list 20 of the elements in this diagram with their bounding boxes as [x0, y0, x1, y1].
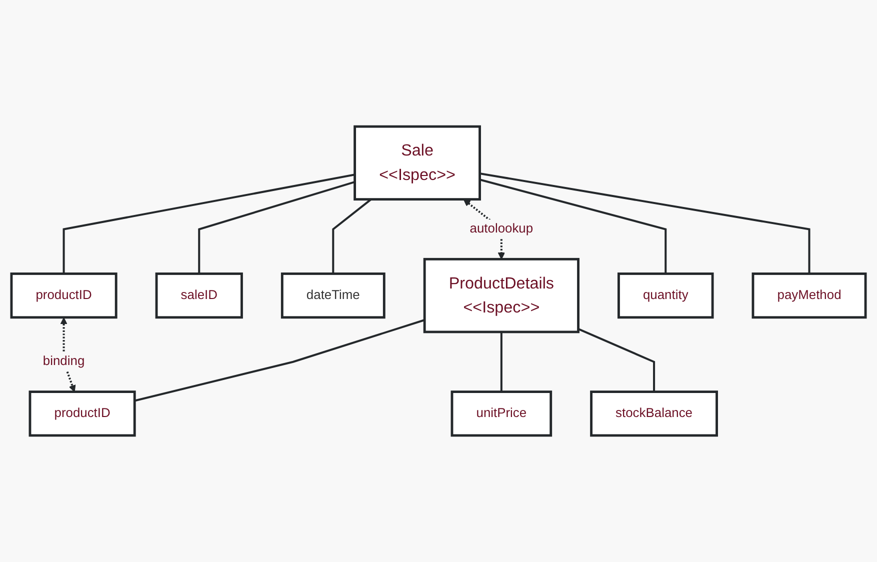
connector: [578, 328, 656, 392]
node-box: productID: [28, 390, 136, 437]
connector: [332, 198, 372, 274]
edge-label: binding: [42, 354, 85, 368]
node-box: stockBalance: [590, 390, 718, 437]
node-box: payMethod: [752, 272, 867, 319]
connector: [62, 174, 355, 274]
node-box: Sale <<Ispec>>: [354, 125, 481, 201]
connector: [500, 332, 502, 392]
connector: [480, 172, 810, 274]
node-box: quantity: [618, 272, 714, 319]
node-box: dateTime: [280, 272, 386, 319]
connector: [198, 180, 356, 274]
node-box: ProductDetails <<Ispec>>: [423, 258, 580, 334]
connector: [134, 319, 425, 402]
node-box: productID: [10, 272, 118, 319]
edge-label: autolookup: [470, 222, 534, 236]
node-box: unitPrice: [450, 390, 552, 437]
connector: [480, 178, 667, 274]
node-box: saleID: [155, 272, 243, 319]
